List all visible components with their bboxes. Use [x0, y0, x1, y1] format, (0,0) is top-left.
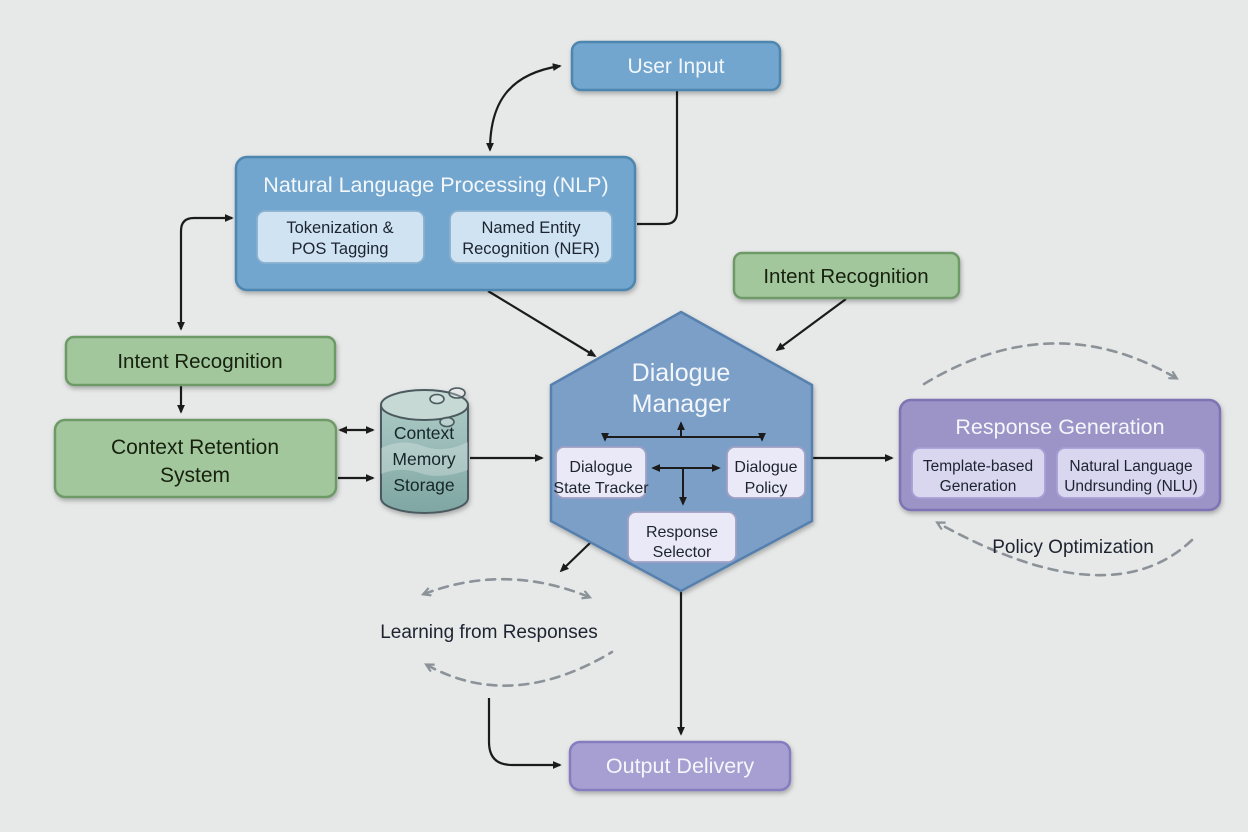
- output-delivery-box: [568, 740, 792, 792]
- storage-wave-band: [381, 442, 468, 476]
- node-output-delivery: Output Delivery: [568, 740, 792, 792]
- nlu-box: [1056, 447, 1206, 499]
- storage-label-line2: Memory: [392, 449, 455, 469]
- connector-nlp-userinput: [486, 63, 562, 152]
- intent-recognition-left-box: [64, 335, 337, 387]
- dialogue-state-tracker-box: [555, 446, 647, 499]
- template-generation-line1: Template-based: [923, 458, 1033, 475]
- dialogue-policy-box: [726, 446, 806, 499]
- node-user-input: User Input: [570, 40, 782, 92]
- ner-label-line2: Recognition (NER): [462, 240, 600, 258]
- intent-recognition-right-label: Intent Recognition: [763, 265, 928, 288]
- response-selector-line1: Response: [646, 524, 718, 541]
- node-dialogue-policy: Dialogue Policy: [726, 446, 806, 499]
- node-ner: Named Entity Recognition (NER): [449, 210, 613, 264]
- storage-label-line1: Context: [394, 423, 454, 443]
- tokenization-label-line1: Tokenization &: [286, 219, 393, 237]
- node-template-generation: Template-based Generation: [911, 447, 1046, 499]
- template-generation-box: [911, 447, 1046, 499]
- ner-label-line1: Named Entity: [481, 219, 581, 237]
- node-response-selector: Response Selector: [627, 511, 737, 563]
- learning-loop-bottom-arc: [427, 650, 614, 687]
- connector-manager-learning: [559, 542, 591, 573]
- response-generation-title: Response Generation: [955, 415, 1164, 439]
- user-input-label: User Input: [628, 55, 725, 78]
- context-retention-box: [53, 418, 338, 499]
- user-input-box: [570, 40, 782, 92]
- connector-nlp-intentleft: [177, 214, 234, 331]
- learning-loop-top-arc: [424, 577, 589, 597]
- storage-cylinder-top: [380, 389, 469, 421]
- storage-bubble-icon: [439, 416, 455, 428]
- connectors: [177, 63, 1194, 769]
- dialogue-manager-label-line2: Manager: [632, 390, 731, 418]
- nlu-line2: Undrsunding (NLU): [1064, 478, 1198, 495]
- node-context-retention: Context Retention System: [53, 418, 338, 499]
- node-tokenization: Tokenization & POS Tagging: [256, 210, 425, 264]
- storage-bubble-icon: [448, 387, 466, 399]
- connector-intentright-manager: [775, 298, 847, 352]
- context-retention-label-line2: System: [160, 464, 230, 487]
- node-intent-recognition-left: Intent Recognition: [64, 335, 337, 387]
- node-dialogue-manager: Dialogue Manager Dialogue State Tracker …: [549, 310, 814, 593]
- node-nlp: Natural Language Processing (NLP) Tokeni…: [234, 155, 637, 292]
- dialogue-state-tracker-line2: State Tracker: [553, 480, 649, 497]
- dialogue-manager-hexagon: [549, 310, 814, 593]
- policy-loop-bottom-arc: [938, 523, 1194, 577]
- storage-label-line3: Storage: [393, 475, 454, 495]
- node-dialogue-state-tracker: Dialogue State Tracker: [553, 446, 649, 499]
- ner-box: [449, 210, 613, 264]
- learning-from-responses-label: Learning from Responses: [380, 622, 598, 643]
- output-delivery-label: Output Delivery: [606, 754, 754, 778]
- node-intent-recognition-right: Intent Recognition: [732, 251, 961, 300]
- template-generation-line2: Generation: [940, 478, 1017, 495]
- node-nlu: Natural Language Undrsunding (NLU): [1056, 447, 1206, 499]
- dialogue-policy-line2: Policy: [745, 480, 788, 497]
- dialogue-state-tracker-line1: Dialogue: [569, 459, 632, 476]
- node-response-generation: Response Generation Template-based Gener…: [898, 398, 1222, 512]
- response-selector-box: [627, 511, 737, 563]
- connector-learning-output: [487, 698, 562, 769]
- policy-loop-top-arc: [922, 342, 1176, 386]
- connector-nlp-manager: [487, 290, 597, 357]
- response-selector-line2: Selector: [653, 544, 712, 561]
- tokenization-label-line2: POS Tagging: [292, 240, 389, 258]
- policy-optimization-label: Policy Optimization: [992, 537, 1154, 558]
- context-retention-label-line1: Context Retention: [111, 436, 279, 459]
- nlu-line1: Natural Language: [1069, 458, 1192, 475]
- dialogue-policy-line1: Dialogue: [734, 459, 797, 476]
- nlp-title: Natural Language Processing (NLP): [263, 173, 608, 197]
- dialogue-manager-label-line1: Dialogue: [632, 359, 731, 387]
- storage-bubble-icon: [429, 393, 445, 405]
- tokenization-box: [256, 210, 425, 264]
- node-context-memory-storage: Context Memory Storage: [380, 387, 469, 514]
- intent-recognition-right-box: [732, 251, 961, 300]
- intent-recognition-left-label: Intent Recognition: [117, 350, 282, 373]
- connector-userinput-nlp: [637, 90, 679, 226]
